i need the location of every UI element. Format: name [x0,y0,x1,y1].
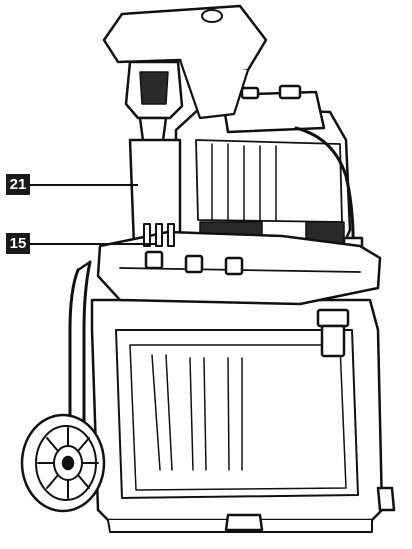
wheel [20,413,106,513]
frame-rail [68,260,92,442]
top-cover-tabs [143,223,175,247]
rear-foot [376,486,396,512]
callout-21-label: 21 [6,174,30,195]
top-cover [96,230,382,358]
hopper-lid [102,4,268,120]
callout-21-leader [30,184,138,186]
pusher-stick [124,60,184,248]
collection-bin [90,298,384,533]
front-foot [224,513,264,532]
callout-15-leader [30,243,155,245]
motor-housing [174,84,352,254]
callout-15-label: 15 [6,233,30,254]
